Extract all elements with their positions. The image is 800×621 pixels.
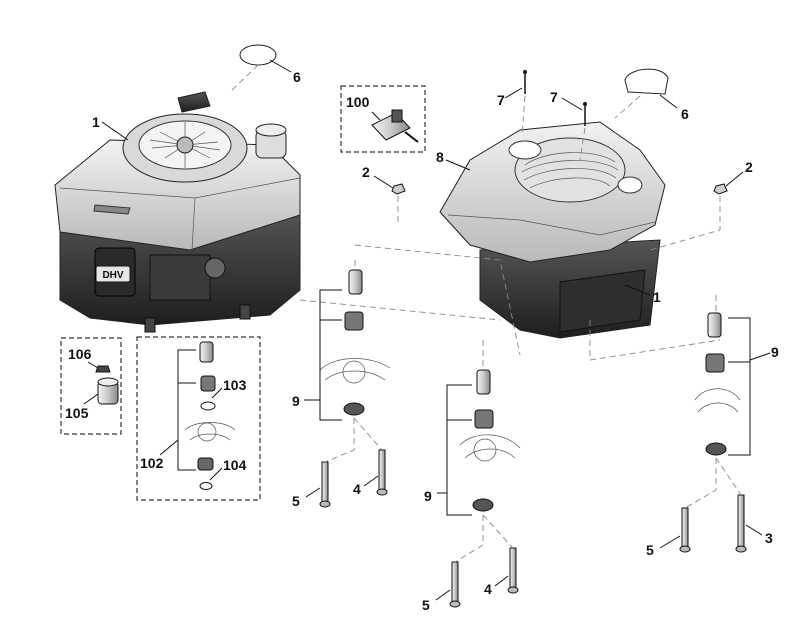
spark-plug-cap <box>371 109 419 143</box>
callout-104: 104 <box>223 457 247 473</box>
assembly-lines <box>229 64 742 563</box>
callout-7-right: 7 <box>550 89 558 105</box>
nut-2-right <box>713 183 728 195</box>
callout-6-right: 6 <box>681 106 689 122</box>
callout-1-engine: 1 <box>92 114 100 130</box>
spacer-stack-mid <box>459 369 521 512</box>
leader-lines <box>83 59 771 601</box>
callout-9-right: 9 <box>771 344 779 360</box>
callout-2-right: 2 <box>745 159 753 175</box>
callout-105: 105 <box>65 405 89 421</box>
spacer-stack-left <box>319 269 391 416</box>
bolts-mid <box>449 547 519 608</box>
callout-102: 102 <box>140 455 164 471</box>
callout-100: 100 <box>346 94 370 110</box>
brackets <box>177 289 751 516</box>
callout-1-cover: 1 <box>653 289 661 305</box>
callout-9-left: 9 <box>292 393 300 409</box>
bolts-right <box>679 494 747 553</box>
callout-103: 103 <box>223 377 247 393</box>
callout-8: 8 <box>436 149 444 165</box>
box-105-106 <box>60 337 122 435</box>
callout-9-mid: 9 <box>424 488 432 504</box>
callout-4-mid: 4 <box>484 581 492 597</box>
screw-7-right <box>583 102 587 126</box>
callout-6-left: 6 <box>293 69 301 85</box>
callout-5-left: 5 <box>292 493 300 509</box>
callout-3: 3 <box>765 530 773 546</box>
callout-106: 106 <box>68 346 92 362</box>
callout-7-left: 7 <box>497 92 505 108</box>
kit-102-parts <box>184 341 236 490</box>
engine-assembly: DHV <box>54 91 301 333</box>
part-106 <box>95 365 111 373</box>
callout-labels: 1 1 2 2 3 4 4 5 5 5 6 6 7 7 8 9 9 9 100 … <box>65 69 779 613</box>
screw-7-left <box>523 70 527 94</box>
spacer-stack-right <box>694 312 741 456</box>
decal-right <box>624 68 669 95</box>
box-102 <box>136 336 261 501</box>
callout-4-left: 4 <box>353 481 361 497</box>
nut-2-left <box>391 183 406 195</box>
svg-text:DHV: DHV <box>102 270 123 281</box>
callout-2-left: 2 <box>362 164 370 180</box>
box-100 <box>340 85 426 153</box>
callout-5-right: 5 <box>646 542 654 558</box>
bolts-left <box>319 449 388 508</box>
engine-cover-assembly <box>439 121 666 339</box>
callout-5-mid: 5 <box>422 597 430 613</box>
decal-left <box>239 44 277 66</box>
engine-badge: DHV <box>95 265 131 283</box>
part-105 <box>97 377 119 405</box>
